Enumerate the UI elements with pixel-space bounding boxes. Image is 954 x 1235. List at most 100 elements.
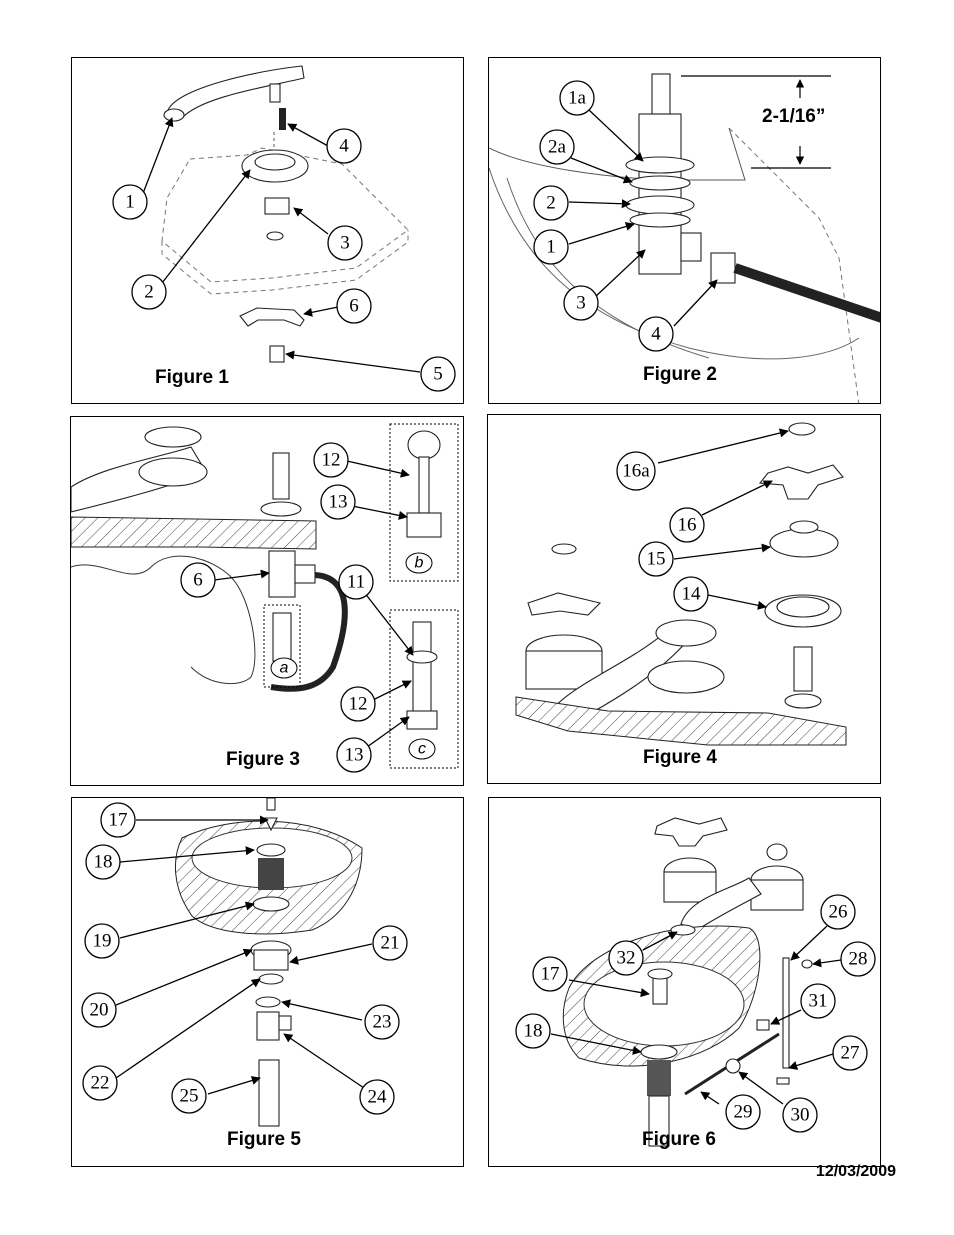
outlet-part [680, 232, 702, 262]
svg-text:13: 13 [345, 745, 364, 766]
svg-text:4: 4 [339, 136, 349, 157]
callout-4: 4 [326, 128, 362, 164]
leader-26 [790, 925, 828, 961]
leader-28 [812, 958, 842, 968]
index-button-left [551, 543, 577, 555]
detail-c-box [389, 609, 459, 769]
leader-2a [570, 157, 633, 184]
svg-text:27: 27 [841, 1043, 860, 1064]
screw-28 [801, 959, 813, 969]
callout-3: 3 [563, 285, 599, 321]
stem-part [651, 73, 671, 115]
svg-text:20: 20 [90, 1000, 109, 1021]
washer-22 [258, 973, 284, 985]
hose-part [270, 572, 348, 692]
leader-20 [115, 948, 253, 1006]
svg-text:16: 16 [678, 515, 697, 536]
svg-text:6: 6 [193, 570, 203, 591]
callout-6: 6 [180, 562, 216, 598]
stopper-17-cap [647, 968, 673, 980]
leader-13-bottom [366, 716, 410, 748]
figure-4-title: Figure 4 [643, 747, 717, 768]
washer-23 [255, 996, 281, 1008]
callout-1: 1 [533, 229, 569, 265]
spout-base [138, 457, 208, 487]
cartridge-part [793, 646, 813, 692]
stopper-stem-part [266, 798, 276, 811]
svg-text:23: 23 [373, 1012, 392, 1033]
tee-outlet [294, 564, 316, 584]
callout-17: 17 [532, 956, 568, 992]
spout-part [680, 877, 762, 931]
bracket-part [239, 307, 305, 327]
callout-28: 28 [840, 941, 876, 977]
hose-outline [71, 555, 256, 685]
leader-12-top [346, 460, 410, 478]
document-date: 12/03/2009 [815, 1163, 896, 1180]
svg-text:4: 4 [651, 324, 661, 345]
callout-20: 20 [81, 992, 117, 1028]
svg-text:29: 29 [734, 1102, 753, 1123]
callout-13-top: 13 [320, 484, 356, 520]
svg-text:2: 2 [144, 282, 154, 303]
leader-18 [119, 846, 255, 863]
figure-4-panel: 16a 16 15 14 Figure 4 [487, 414, 881, 784]
svg-text:19: 19 [93, 931, 112, 952]
callout-6: 6 [336, 288, 372, 324]
threaded-nipple-part [279, 108, 286, 130]
detail-b-cap [407, 430, 441, 460]
svg-text:3: 3 [576, 293, 586, 314]
gasket-19 [252, 896, 290, 912]
mounting-nut-part [264, 197, 290, 215]
leader-19 [119, 901, 255, 939]
svg-text:15: 15 [647, 549, 666, 570]
cross-handle-left [527, 592, 602, 616]
leader-3 [593, 249, 646, 299]
drain-body [647, 1060, 671, 1096]
svg-text:16a: 16a [622, 461, 650, 482]
callout-15: 15 [638, 541, 674, 577]
figure-6-panel: 26 28 32 17 31 18 27 29 30 Figure 6 [488, 797, 881, 1167]
svg-text:32: 32 [617, 948, 636, 969]
callout-12-bottom: 12 [340, 686, 376, 722]
cartridge-flange [784, 693, 822, 709]
drain-body-18 [258, 858, 284, 890]
svg-text:c: c [418, 741, 426, 758]
cartridge-part [272, 452, 290, 500]
leader-1 [568, 222, 635, 245]
callout-27: 27 [832, 1035, 868, 1071]
callout-25: 25 [171, 1078, 207, 1114]
flange-18-top [256, 843, 286, 857]
escutcheon-15-top [789, 520, 819, 534]
figure-1-drawing: 1 2 3 4 5 6 [112, 65, 456, 392]
callout-26: 26 [820, 894, 856, 930]
detail-c-tag: c [408, 738, 436, 760]
hose-nut-part [710, 252, 736, 284]
leader-17 [568, 979, 650, 998]
svg-text:2: 2 [546, 193, 556, 214]
figure-5-drawing: 17 18 19 20 21 22 23 24 25 [81, 798, 408, 1127]
deck-dashed-line [728, 127, 860, 403]
leader-4 [673, 279, 718, 327]
dimension-label: 2-1/16” [762, 106, 825, 127]
spout-shank [269, 83, 281, 103]
svg-text:21: 21 [381, 933, 400, 954]
deck-section [71, 516, 317, 550]
svg-text:1: 1 [125, 192, 135, 213]
lift-rod-26 [782, 957, 790, 1069]
callout-3: 3 [327, 225, 363, 261]
callout-1: 1 [112, 184, 148, 220]
clip-31 [756, 1019, 770, 1031]
svg-text:5: 5 [433, 364, 443, 385]
svg-text:12: 12 [322, 450, 341, 471]
svg-text:25: 25 [180, 1086, 199, 1107]
spout-part [166, 65, 305, 119]
tailpiece-body-24 [256, 1011, 280, 1041]
callout-23: 23 [364, 1004, 400, 1040]
detail-c-nut [406, 710, 438, 730]
figure-2-drawing: 2-1/16” 1a 2a 2 1 3 4 [489, 73, 880, 403]
detail-b-tag: b [405, 552, 433, 574]
svg-text:1: 1 [546, 237, 556, 258]
leader-21 [289, 943, 373, 965]
nut-21 [253, 949, 289, 971]
